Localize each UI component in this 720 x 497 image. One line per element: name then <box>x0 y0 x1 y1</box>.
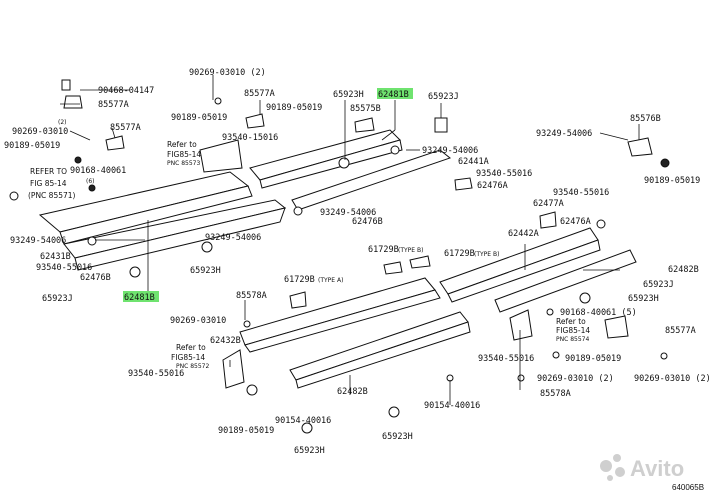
label-65923j-right: 65923J <box>643 280 674 290</box>
label-90269-03010-left: 90269-03010 <box>12 127 68 137</box>
label-90269-03010-mid: 90269-03010 <box>170 316 226 326</box>
highlight-62481b-top <box>377 88 413 99</box>
label-type-b-1: (TYPE B) <box>398 247 423 254</box>
label-90168-40061-left: 90168-40061 <box>70 166 126 176</box>
label-65923j-left: 65923J <box>42 294 73 304</box>
label-65923h-top: 65923H <box>333 90 364 100</box>
highlight-62481b-bottom <box>123 291 159 302</box>
label-93249-54006-mid: 93249-54006 <box>422 146 478 156</box>
label-90189-05019-right: 90189-05019 <box>644 176 700 186</box>
label-90269-03010-right: 90269-03010 (2) <box>634 374 711 384</box>
label-62476a-2: 62476A <box>560 217 591 227</box>
label-62481b-top: 62481B <box>378 90 409 100</box>
label-93249-54006-mid2: 93249-54006 <box>320 208 376 218</box>
label-85577a-2: 85577A <box>110 123 141 133</box>
label-65923j-top: 65923J <box>428 92 459 102</box>
label-90189-05019-bottom: 90189-05019 <box>218 426 274 436</box>
label-65923h-bottom2: 65923H <box>382 432 413 442</box>
label-62481b-bottom: 62481B <box>124 293 155 303</box>
rocker-panel-lower <box>239 277 471 389</box>
label-pnc-85574: PNC 85574 <box>556 336 589 343</box>
label-85577a-top: 85577A <box>244 89 275 99</box>
label-62476b-left: 62476B <box>80 273 111 283</box>
label-65923h-mid: 65923H <box>190 266 221 276</box>
label-90189-05019-right2: 90189-05019 <box>565 354 621 364</box>
label-93540-15016: 93540-15016 <box>222 133 278 143</box>
label-type-b-2: (TYPE B) <box>474 251 499 258</box>
label-62432b: 62432B <box>210 336 241 346</box>
label-90189-05019-left: 90189-05019 <box>4 141 60 151</box>
label-62482b-bottom: 62482B <box>337 387 368 397</box>
label-62477a: 62477A <box>533 199 564 209</box>
label-61729b-1: 61729B <box>368 245 399 255</box>
label-62431b: 62431B <box>40 252 71 262</box>
watermark-text: Avito <box>630 456 684 481</box>
leader-lines <box>60 75 640 405</box>
label-fig-mid: FIG85-14 <box>167 150 201 159</box>
label-90189-05019-top: 90189-05019 <box>171 113 227 123</box>
label-93540-55016-right: 93540-55016 <box>553 188 609 198</box>
label-62482b-right: 62482B <box>668 265 699 275</box>
label-93540-55016-mid: 93540-55016 <box>476 169 532 179</box>
callout-labels: 90468-04147 85577A (2) 90269-03010 85577… <box>4 68 711 456</box>
label-90269-03010-bottom: 90269-03010 (2) <box>537 374 614 384</box>
label-85578a-bottom: 85578A <box>540 389 571 399</box>
rocker-panel-right <box>439 227 637 313</box>
rocker-panel-left <box>38 171 287 271</box>
label-93540-55016-left: 93540-55016 <box>36 263 92 273</box>
diagram-code: 640065B <box>672 483 704 492</box>
label-90468-04147: 90468-04147 <box>98 86 154 96</box>
label-85577a-right: 85577A <box>665 326 696 336</box>
label-93249-54006-right: 93249-54006 <box>536 129 592 139</box>
small-parts <box>9 79 670 434</box>
label-93249-54006-low: 93249-54006 <box>205 233 261 243</box>
label-62476b-mid: 62476B <box>352 217 383 227</box>
label-62476a-1: 62476A <box>477 181 508 191</box>
label-qty-2: (2) <box>58 119 67 126</box>
label-qty-6: (6) <box>86 178 95 185</box>
label-61729b-2: 61729B <box>444 249 475 259</box>
label-fig-right: FIG85-14 <box>556 326 590 335</box>
label-90189-05019-mid: 90189-05019 <box>266 103 322 113</box>
label-93540-55016-bottom: 93540-55016 <box>128 369 184 379</box>
rocker-panel-upper <box>249 129 452 211</box>
label-62442a: 62442A <box>508 229 539 239</box>
label-pnc-85571: (PNC 85571) <box>28 191 76 200</box>
label-refer-to-right: Refer to <box>556 317 586 326</box>
label-pnc-85572: PNC 85572 <box>176 363 209 370</box>
label-refer-to-bottom: Refer to <box>176 343 206 352</box>
label-90154-40016-left: 90154-40016 <box>275 416 331 426</box>
label-93540-55016-right2: 93540-55016 <box>478 354 534 364</box>
label-pnc-85573: PNC 85573 <box>167 160 200 167</box>
label-fig-bottom: FIG85-14 <box>171 353 205 362</box>
label-61729b-3: 61729B <box>284 275 315 285</box>
label-62441a: 62441A <box>458 157 489 167</box>
avito-watermark: Avito <box>600 454 684 481</box>
label-90154-40016-right: 90154-40016 <box>424 401 480 411</box>
label-85575b: 85575B <box>350 104 381 114</box>
label-fig-left: FIG 85-14 <box>30 179 67 188</box>
label-90269-03010-top: 90269-03010 (2) <box>189 68 266 78</box>
label-85576b: 85576B <box>630 114 661 124</box>
label-85577a-1: 85577A <box>98 100 129 110</box>
label-refer-to-mid: Refer to <box>167 140 197 149</box>
label-65923h-right: 65923H <box>628 294 659 304</box>
label-85578a-top: 85578A <box>236 291 267 301</box>
label-65923h-bottom: 65923H <box>294 446 325 456</box>
label-type-a: (TYPE A) <box>318 277 343 284</box>
label-refer-to-left: REFER TO <box>30 167 67 176</box>
label-90168-40061-right: 90168-40061 (5) <box>560 308 637 318</box>
label-93249-54006-left: 93249-54006 <box>10 236 66 246</box>
